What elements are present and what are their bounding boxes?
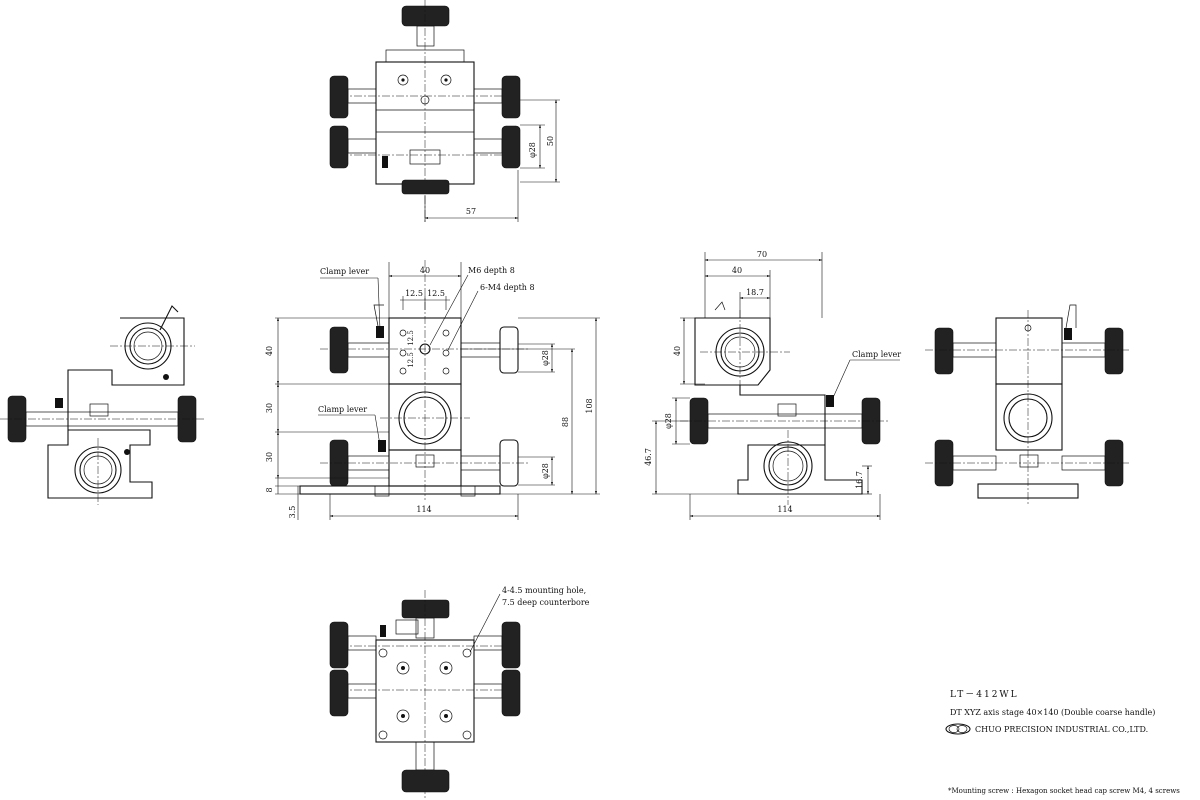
dim-front-left-30a: 30 [265, 403, 274, 413]
dim-front-left-30b: 30 [265, 452, 274, 462]
dim-front-left-8: 8 [265, 487, 274, 492]
dim-top-57: 57 [466, 207, 476, 216]
dim-front-114: 114 [416, 505, 431, 514]
company-name: CHUO PRECISION INDUSTRIAL CO.,LTD. [975, 725, 1148, 734]
dim-front-108: 108 [585, 398, 594, 413]
label-clamp-lever-front-mid: Clamp lever [318, 405, 367, 414]
dim-side-18-7: 18.7 [746, 288, 764, 297]
title-block: LT－412WL DT XYZ axis stage 40×140 (Doubl… [945, 690, 1180, 795]
dim-front-12-5-v1: 12.5 [407, 330, 415, 346]
company-logo [945, 723, 971, 735]
dim-side-114: 114 [777, 505, 792, 514]
bottom-view: 4-4.5 mounting hole, 7.5 deep counterbor… [329, 586, 590, 800]
left-side-view [0, 305, 205, 505]
dim-side-40-top: 40 [732, 266, 742, 275]
dim-front-12-5-b: 12.5 [427, 289, 445, 298]
dim-side-46-7: 46.7 [644, 448, 653, 466]
dim-front-phi28-b: φ28 [541, 463, 550, 479]
mounting-note: *Mounting screw : Hexagon socket head ca… [948, 787, 1180, 795]
dim-front-12-5-a: 12.5 [405, 289, 423, 298]
right-side-view: Clamp lever 70 40 18.7 40 φ28 46.7 16.7 … [644, 250, 901, 520]
label-counterbore: 7.5 deep counterbore [502, 598, 590, 607]
top-view: φ28 50 57 [329, 0, 560, 222]
dim-front-left-40: 40 [265, 346, 274, 356]
label-m4-depth: 6-M4 depth 8 [480, 283, 535, 292]
rear-view [925, 304, 1130, 505]
dim-front-12-5-v2: 12.5 [407, 352, 415, 368]
dim-top-phi28: φ28 [528, 142, 537, 158]
label-mounting-hole: 4-4.5 mounting hole, [502, 586, 586, 595]
dim-front-phi28-a: φ28 [541, 350, 550, 366]
dim-front-40: 40 [420, 266, 430, 275]
dim-front-left-3-5: 3.5 [288, 506, 297, 519]
dim-side-70: 70 [757, 250, 767, 259]
dim-side-16-7: 16.7 [855, 471, 864, 489]
dim-side-40-left: 40 [673, 346, 682, 356]
dim-top-50: 50 [546, 136, 555, 146]
label-m6-depth: M6 depth 8 [468, 266, 515, 275]
front-view: Clamp lever Clamp lever M6 depth 8 6-M4 … [265, 260, 600, 520]
stage-description: DT XYZ axis stage 40×140 (Double coarse … [950, 708, 1155, 717]
label-clamp-lever-side: Clamp lever [852, 350, 901, 359]
model-number: LT－412WL [950, 690, 1019, 700]
label-clamp-lever-front-top: Clamp lever [320, 267, 369, 276]
dim-front-88: 88 [561, 417, 570, 427]
dim-side-phi28: φ28 [664, 413, 673, 429]
